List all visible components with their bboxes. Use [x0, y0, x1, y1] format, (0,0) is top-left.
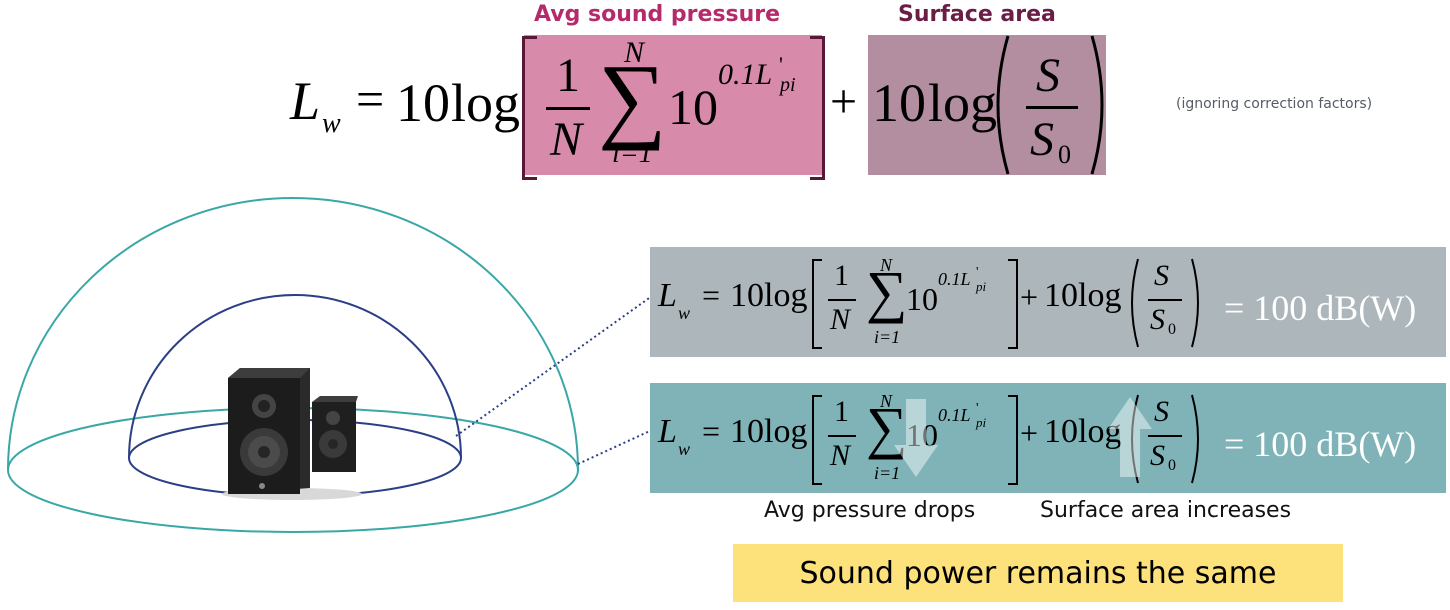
power-exponent-prime: '	[779, 52, 783, 77]
sum-upper-limit: N	[880, 255, 893, 275]
fraction-bar	[828, 435, 856, 437]
gray-panel-formula: L w = 10 log 1 N N ∑ i=1 10 0.1L ' pi + …	[650, 247, 1210, 357]
top-formula: L w = 10 log 1 N N ∑ i=1 10 0.1L ' pi + …	[0, 0, 1450, 190]
surface-S: S	[1036, 49, 1060, 102]
power-base: 10	[668, 79, 718, 135]
log-text-2: log	[928, 73, 998, 133]
equals-sign: =	[356, 71, 385, 127]
left-square-bracket	[812, 395, 822, 485]
gray-formula-panel: L w = 10 log 1 N N ∑ i=1 10 0.1L ' pi + …	[650, 247, 1446, 357]
log-text: log	[451, 73, 521, 133]
lw-symbol: L	[658, 413, 677, 450]
pressure-down-arrow-icon	[894, 399, 938, 477]
lw-subscript: w	[678, 303, 691, 323]
outer-hemisphere-dome	[7, 197, 579, 471]
gray-panel-result: = 100 dB(W)	[1224, 288, 1417, 328]
avg-sound-pressure-label: Avg sound pressure	[534, 2, 781, 27]
fraction-bar-1	[546, 107, 590, 110]
surface-area-increases-caption: Surface area increases	[1040, 498, 1292, 523]
ten-coefficient-2: 10	[1044, 413, 1078, 450]
fraction-N: N	[550, 113, 583, 166]
surface-area-highlight	[868, 35, 1106, 175]
fraction-bar-2	[1148, 299, 1182, 301]
teal-panel-formula: L w = 10 log 1 N N ∑ i=1 10 0.1L ' pi + …	[650, 383, 1210, 493]
lw-subscript: w	[322, 108, 341, 139]
surface-parentheses	[1131, 258, 1199, 348]
left-square-bracket	[812, 259, 822, 349]
power-exponent-subscript: pi	[976, 415, 987, 430]
ten-coefficient-2: 10	[1044, 277, 1078, 314]
surface-S: S	[1154, 395, 1169, 428]
fraction-bar-2	[1148, 435, 1182, 437]
lw-symbol: L	[658, 277, 677, 314]
lw-subscript: w	[678, 439, 691, 459]
fraction-bar	[828, 299, 856, 301]
surface-S0: S	[1150, 303, 1165, 336]
left-square-bracket	[522, 36, 537, 180]
ten-coefficient: 10	[730, 277, 764, 314]
surface-S0-subscript: 0	[1168, 321, 1176, 338]
power-exponent: 0.1L	[718, 58, 773, 91]
right-square-bracket	[1008, 395, 1018, 485]
sound-power-banner: Sound power remains the same	[733, 544, 1343, 602]
sum-lower-limit: i=1	[612, 138, 653, 169]
surface-area-label: Surface area	[898, 2, 1056, 27]
sum-lower-limit: i=1	[874, 327, 901, 347]
power-exponent-subscript: pi	[780, 74, 796, 96]
equals-sign: =	[702, 413, 721, 449]
sum-upper-limit: N	[880, 391, 893, 411]
fraction-one: 1	[834, 259, 849, 292]
avg-pressure-highlight	[524, 35, 822, 175]
log-text-2: log	[1078, 413, 1122, 450]
power-exponent: 0.1L	[938, 405, 971, 425]
surface-parentheses	[996, 35, 1104, 175]
fraction-bar-2	[1026, 106, 1078, 109]
summation-symbol: ∑	[866, 259, 908, 324]
surface-S: S	[1154, 259, 1169, 292]
sum-lower-limit: i=1	[874, 463, 901, 483]
surface-up-arrow-icon	[1108, 397, 1152, 477]
power-exponent: 0.1L	[938, 269, 971, 289]
fraction-one: 1	[556, 49, 580, 102]
power-exponent-subscript: pi	[976, 279, 987, 294]
power-exponent-prime: '	[976, 401, 979, 416]
sound-power-banner-text: Sound power remains the same	[799, 555, 1277, 591]
power-base: 10	[906, 417, 938, 453]
log-text: log	[764, 277, 808, 314]
power-base: 10	[906, 281, 938, 317]
fraction-N: N	[830, 303, 851, 336]
inner-hemisphere-dome	[128, 294, 462, 459]
fraction-N: N	[830, 439, 851, 472]
log-text-2: log	[1078, 277, 1122, 314]
lw-symbol: L	[290, 71, 321, 131]
avg-pressure-drops-caption: Avg pressure drops	[764, 498, 976, 523]
plus-sign: +	[830, 75, 858, 128]
speaker-pair-icon	[222, 368, 362, 500]
surface-S0-subscript: 0	[1168, 457, 1176, 474]
power-exponent-prime: '	[976, 265, 979, 280]
teal-formula-panel: L w = 10 log 1 N N ∑ i=1 10 0.1L ' pi + …	[650, 383, 1446, 493]
summation-symbol: ∑	[598, 44, 667, 151]
ten-coefficient: 10	[396, 73, 450, 133]
plus-sign: +	[1020, 279, 1039, 315]
surface-parentheses	[1131, 394, 1199, 484]
surface-S0: S	[1030, 113, 1054, 166]
teal-panel-result: = 100 dB(W)	[1224, 424, 1417, 464]
ten-coefficient-2: 10	[872, 73, 926, 133]
hemisphere-diagram	[7, 197, 650, 533]
surface-S0: S	[1150, 439, 1165, 472]
summation-symbol: ∑	[866, 395, 908, 460]
surface-S0-subscript: 0	[1058, 140, 1071, 169]
teal-panel-connector	[577, 429, 650, 465]
right-square-bracket	[810, 36, 825, 180]
sum-upper-limit: N	[624, 36, 645, 69]
fraction-one: 1	[834, 395, 849, 428]
plus-sign: +	[1020, 415, 1039, 451]
right-square-bracket	[1008, 259, 1018, 349]
log-text: log	[764, 413, 808, 450]
gray-panel-connector	[455, 296, 650, 437]
correction-factors-note: (ignoring correction factors)	[1176, 96, 1373, 112]
ten-coefficient: 10	[730, 413, 764, 450]
equals-sign: =	[702, 277, 721, 313]
